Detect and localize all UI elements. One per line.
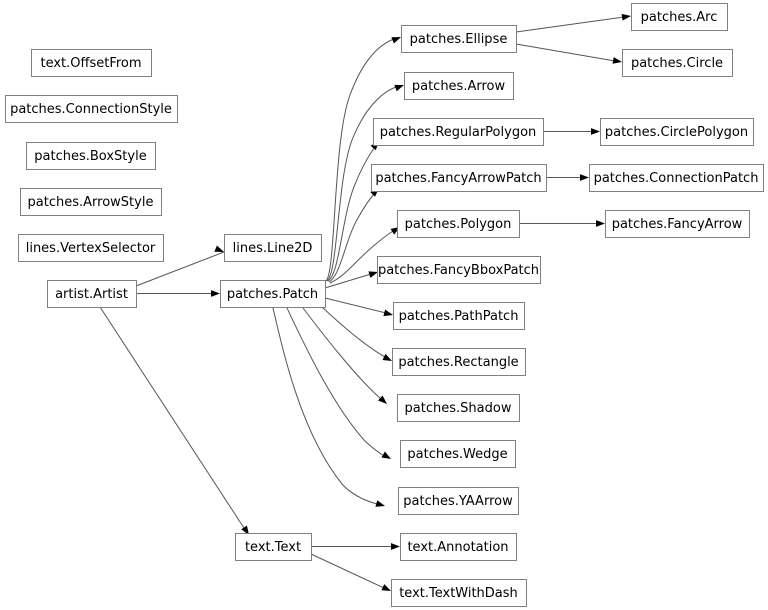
class-node-box[interactable] bbox=[47, 280, 137, 308]
arrowhead-icon bbox=[612, 57, 622, 64]
edge-patches-patch-to-patches-pathpatch bbox=[324, 297, 393, 317]
nodes-layer: text.OffsetFrom patches.ConnectionStyle pa… bbox=[5, 3, 764, 607]
class-node-box[interactable] bbox=[391, 579, 527, 607]
class-node-patches-boxstyle[interactable]: patches.BoxStyle bbox=[26, 142, 156, 170]
class-node-box[interactable] bbox=[5, 95, 178, 123]
class-node-text-annotation[interactable]: text.Annotation bbox=[400, 533, 517, 561]
class-node-box[interactable] bbox=[631, 3, 728, 31]
class-node-patches-circle[interactable]: patches.Circle bbox=[622, 49, 733, 77]
class-node-patches-fancybboxpatch[interactable]: patches.FancyBboxPatch bbox=[377, 256, 541, 284]
class-node-box[interactable] bbox=[589, 164, 764, 192]
edge-patches-regularpolygon-to-patches-circlepolygon bbox=[543, 128, 600, 135]
arrowhead-icon bbox=[211, 290, 220, 297]
class-node-patches-patch[interactable]: patches.Patch bbox=[220, 280, 326, 308]
edge-patches-patch-to-patches-arrow bbox=[326, 84, 404, 282]
arrowhead-icon bbox=[391, 543, 400, 550]
edge-patches-patch-to-patches-yaarrow bbox=[272, 307, 385, 507]
class-node-text-text[interactable]: text.Text bbox=[235, 533, 312, 561]
class-node-box[interactable] bbox=[31, 49, 152, 77]
class-node-box[interactable] bbox=[400, 440, 516, 468]
edge-patches-patch-to-patches-shadow bbox=[302, 307, 387, 404]
class-node-patches-fancyarrow[interactable]: patches.FancyArrow bbox=[605, 210, 750, 238]
edge-text-text-to-text-textwithdash bbox=[310, 553, 391, 591]
edge-patches-ellipse-to-patches-arc bbox=[515, 13, 631, 33]
edge-artist-artist-to-text-text bbox=[99, 306, 249, 535]
class-node-box[interactable] bbox=[404, 72, 514, 100]
edge-artist-artist-to-patches-patch bbox=[136, 290, 220, 297]
class-node-box[interactable] bbox=[397, 394, 520, 422]
class-node-patches-rectangle[interactable]: patches.Rectangle bbox=[392, 348, 526, 376]
class-node-box[interactable] bbox=[26, 142, 156, 170]
arrowhead-icon bbox=[580, 174, 589, 181]
class-node-patches-arc[interactable]: patches.Arc bbox=[631, 3, 728, 31]
class-node-patches-yaarrow[interactable]: patches.YAArrow bbox=[398, 487, 519, 515]
edge-patches-fancyarrowpatch-to-patches-connectionpatch bbox=[546, 174, 589, 181]
arrowhead-icon bbox=[621, 13, 631, 21]
edge-patches-patch-to-patches-ellipse bbox=[325, 37, 401, 282]
edge-patches-patch-to-patches-fancybboxpatch bbox=[324, 271, 378, 289]
arrowhead-icon bbox=[241, 525, 249, 535]
class-node-box[interactable] bbox=[397, 210, 520, 238]
arrowhead-icon bbox=[382, 353, 392, 361]
class-node-patches-polygon[interactable]: patches.Polygon bbox=[397, 210, 520, 238]
class-node-patches-connectionstyle[interactable]: patches.ConnectionStyle bbox=[5, 95, 178, 123]
edge-patches-patch-to-patches-wedge bbox=[286, 307, 391, 459]
class-node-box[interactable] bbox=[398, 487, 519, 515]
edge-patches-polygon-to-patches-fancyarrow bbox=[519, 220, 605, 227]
class-node-patches-connectionpatch[interactable]: patches.ConnectionPatch bbox=[589, 164, 764, 192]
class-node-box[interactable] bbox=[220, 280, 326, 308]
edge-patches-patch-to-patches-regularpolygon bbox=[327, 141, 379, 282]
class-node-patches-arrow[interactable]: patches.Arrow bbox=[404, 72, 514, 100]
class-node-box[interactable] bbox=[18, 234, 164, 262]
class-node-box[interactable] bbox=[377, 256, 541, 284]
edges-layer bbox=[99, 13, 631, 591]
class-node-box[interactable] bbox=[371, 164, 547, 192]
class-node-box[interactable] bbox=[20, 188, 162, 216]
edge-artist-artist-to-lines-line2d bbox=[135, 245, 225, 287]
class-node-patches-circlepolygon[interactable]: patches.CirclePolygon bbox=[600, 118, 754, 146]
class-node-lines-line2d[interactable]: lines.Line2D bbox=[224, 234, 322, 262]
class-node-patches-shadow[interactable]: patches.Shadow bbox=[397, 394, 520, 422]
arrowhead-icon bbox=[591, 128, 600, 135]
arrowhead-icon bbox=[391, 37, 401, 44]
arrowhead-icon bbox=[214, 245, 224, 252]
arrowhead-icon bbox=[383, 309, 393, 317]
arrowhead-icon bbox=[596, 220, 605, 227]
class-node-patches-pathpatch[interactable]: patches.PathPatch bbox=[393, 302, 525, 330]
class-node-patches-ellipse[interactable]: patches.Ellipse bbox=[401, 25, 517, 53]
class-node-box[interactable] bbox=[393, 302, 525, 330]
class-node-box[interactable] bbox=[392, 348, 526, 376]
class-node-box[interactable] bbox=[373, 118, 544, 146]
class-node-text-offsetfrom[interactable]: text.OffsetFrom bbox=[31, 49, 152, 77]
class-node-box[interactable] bbox=[400, 533, 517, 561]
class-node-artist-artist[interactable]: artist.Artist bbox=[47, 280, 137, 308]
class-node-patches-fancyarrowpatch[interactable]: patches.FancyArrowPatch bbox=[371, 164, 547, 192]
class-node-box[interactable] bbox=[401, 25, 517, 53]
arrowhead-icon bbox=[378, 395, 387, 404]
class-node-box[interactable] bbox=[622, 49, 733, 77]
arrowhead-icon bbox=[375, 500, 385, 507]
class-node-box[interactable] bbox=[605, 210, 750, 238]
class-node-text-textwithdash[interactable]: text.TextWithDash bbox=[391, 579, 527, 607]
class-node-box[interactable] bbox=[600, 118, 754, 146]
arrowhead-icon bbox=[368, 271, 378, 278]
arrowhead-icon bbox=[381, 584, 391, 591]
edge-patches-patch-to-patches-rectangle bbox=[321, 306, 392, 361]
class-node-lines-vertexselector[interactable]: lines.VertexSelector bbox=[18, 234, 164, 262]
class-node-patches-wedge[interactable]: patches.Wedge bbox=[400, 440, 516, 468]
edge-patches-ellipse-to-patches-circle bbox=[515, 43, 622, 64]
edge-text-text-to-text-annotation bbox=[311, 543, 400, 550]
class-node-box[interactable] bbox=[224, 234, 322, 262]
arrowhead-icon bbox=[394, 84, 404, 92]
class-node-patches-arrowstyle[interactable]: patches.ArrowStyle bbox=[20, 188, 162, 216]
class-node-box[interactable] bbox=[235, 533, 312, 561]
arrowhead-icon bbox=[381, 451, 391, 459]
class-node-patches-regularpolygon[interactable]: patches.RegularPolygon bbox=[373, 118, 544, 146]
